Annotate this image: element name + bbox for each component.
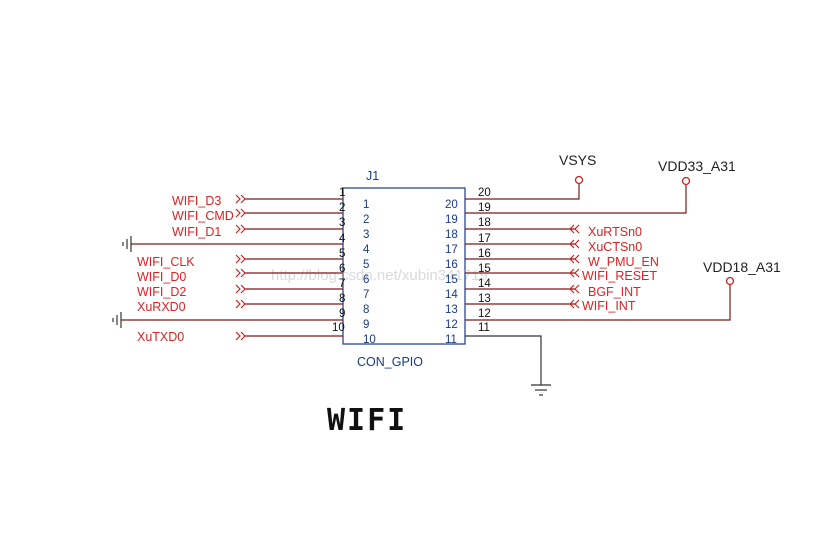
pin-number: 1 — [363, 199, 369, 211]
ground-icon-bottom — [531, 384, 551, 396]
net-label-xurxd0: XuRXD0 — [137, 300, 186, 314]
net-label-wifi-d0: WIFI_D0 — [137, 270, 186, 284]
pin-number: 20 — [445, 199, 458, 211]
pin-number: 20 — [478, 187, 491, 199]
connector-body — [342, 187, 466, 345]
pin-number: 11 — [478, 322, 490, 334]
pin-number: 13 — [478, 293, 491, 305]
net-label-xuctsn0: XuCTSn0 — [588, 240, 642, 254]
pin-number: 14 — [445, 289, 458, 301]
inner-right-pin-numbers: 20 19 18 17 16 15 14 13 12 11 — [445, 199, 458, 346]
pin-number: 5 — [339, 248, 345, 260]
pin-number: 15 — [478, 263, 491, 275]
pin-number: 14 — [478, 278, 491, 290]
component-part-name: CON_GPIO — [357, 355, 423, 369]
net-label-wifi-d3: WIFI_D3 — [172, 194, 221, 208]
pin-number: 13 — [445, 304, 458, 316]
net-label-xutxd0: XuTXD0 — [137, 330, 184, 344]
pin-number: 18 — [445, 229, 458, 241]
net-label-wifi-cmd: WIFI_CMD — [172, 209, 234, 223]
ground-icon-left-pin4 — [122, 236, 132, 252]
net-label-wifi-d1: WIFI_D1 — [172, 225, 221, 239]
pin-number: 6 — [339, 263, 345, 275]
inner-left-pin-numbers: 1 2 3 4 5 6 7 8 9 10 — [363, 199, 376, 346]
pin-number: 17 — [445, 244, 458, 256]
pin-number: 12 — [445, 319, 458, 331]
pin-number: 16 — [445, 259, 458, 271]
watermark: http://blog.csdn.net/xubin341719 — [271, 267, 488, 284]
net-label-wifi-reset: WIFI_RESET — [582, 269, 657, 283]
net-label-wifi-d2: WIFI_D2 — [137, 285, 186, 299]
outer-right-pin-numbers: 20 19 18 17 16 15 14 13 12 11 — [478, 187, 491, 334]
pin-number: 19 — [445, 214, 458, 226]
power-port-vsys — [574, 175, 584, 185]
net-label-w-pmu-en: W_PMU_EN — [588, 255, 659, 269]
pin-number: 16 — [478, 248, 491, 260]
net-label-wifi-clk: WIFI_CLK — [137, 255, 195, 269]
pin-number: 10 — [332, 322, 345, 334]
pin-number: 2 — [339, 202, 345, 214]
pin-number: 3 — [339, 217, 345, 229]
pin-number: 1 — [339, 187, 345, 199]
pin-number: 3 — [363, 229, 369, 241]
pin-number: 7 — [363, 289, 369, 301]
right-signal-arrows — [569, 224, 580, 309]
left-wires — [121, 198, 343, 337]
pin-number: 18 — [478, 217, 491, 229]
net-label-xurtsn0: XuRTSn0 — [588, 225, 642, 239]
power-label-vdd33: VDD33_A31 — [658, 158, 736, 174]
power-label-vdd18: VDD18_A31 — [703, 259, 781, 275]
outer-left-pin-numbers: 1 2 3 4 5 6 7 8 9 10 — [332, 187, 346, 334]
diagram-title: WIFI — [327, 403, 407, 438]
pin-number: 9 — [339, 308, 345, 320]
pin-number: 12 — [478, 308, 491, 320]
power-label-vsys: VSYS — [559, 152, 596, 168]
pin-number: 10 — [363, 334, 376, 346]
left-signal-arrows — [235, 194, 246, 341]
pin-number: 4 — [363, 244, 370, 256]
pin-number: 2 — [363, 214, 369, 226]
pin-number: 19 — [478, 202, 491, 214]
pin-number: 8 — [363, 304, 369, 316]
component-designator: J1 — [366, 169, 379, 183]
ground-icon-left-pin9 — [112, 312, 122, 328]
pin-number: 9 — [363, 319, 369, 331]
power-port-vdd18 — [725, 276, 735, 286]
pin-number: 15 — [445, 274, 458, 286]
power-port-vdd33 — [681, 176, 691, 186]
pin-number: 5 — [363, 259, 369, 271]
pin-number: 8 — [339, 293, 345, 305]
net-label-wifi-int: WIFI_INT — [582, 299, 636, 313]
pin-number: 11 — [445, 334, 457, 346]
net-label-bgf-int: BGF_INT — [588, 285, 641, 299]
right-wires — [465, 184, 731, 385]
pin-number: 4 — [339, 233, 346, 245]
pin-number: 6 — [363, 274, 369, 286]
pin-number: 17 — [478, 233, 491, 245]
pin-number: 7 — [339, 278, 345, 290]
